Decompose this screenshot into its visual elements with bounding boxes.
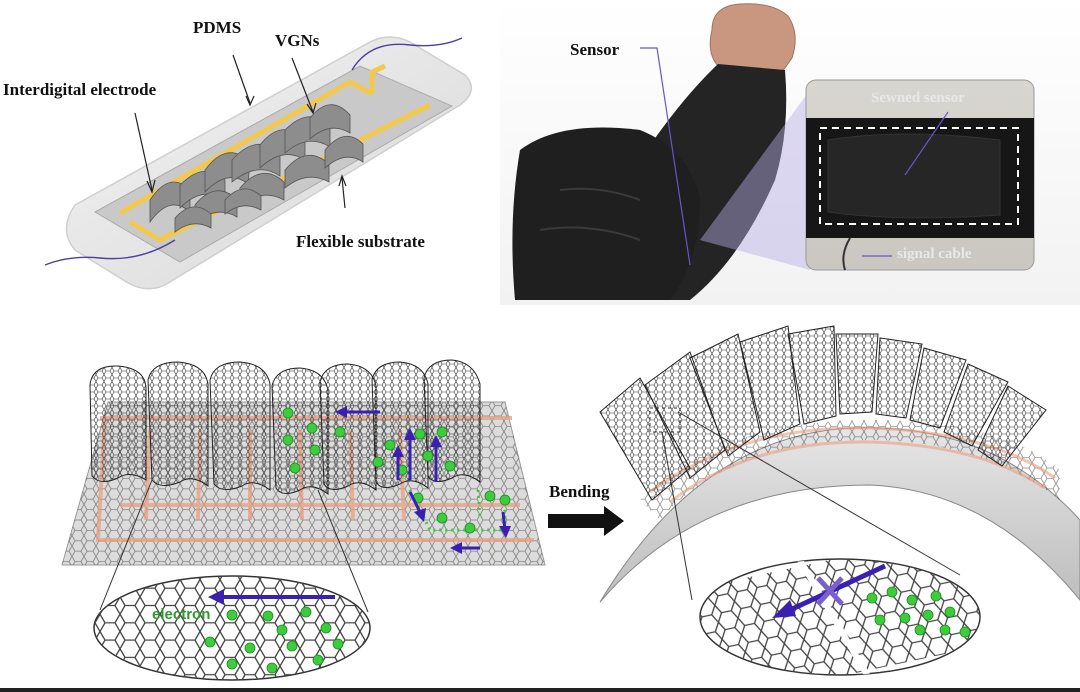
wire-bottom	[44, 239, 176, 266]
label-interdigital-electrode: Interdigital electrode	[3, 80, 157, 99]
bottom-border	[0, 688, 1080, 692]
block-x-mark	[816, 576, 844, 606]
label-pdms: PDMS	[193, 18, 242, 37]
upper-arm	[512, 127, 700, 300]
sensor-dashed-box	[819, 127, 1019, 225]
label-signal-cable: signal cable	[897, 246, 972, 262]
leader-lines-a	[134, 54, 347, 209]
fanned-sheets	[599, 325, 1047, 501]
sensor-leader	[640, 47, 691, 266]
flat-lattice-panel	[61, 359, 546, 681]
electrons-flat	[282, 407, 511, 534]
label-flexible-substrate: Flexible substrate	[296, 232, 425, 251]
device-schematic	[44, 36, 473, 290]
vgns-flakes	[149, 104, 364, 233]
label-sewned-sensor: Sewned sensor	[871, 90, 965, 106]
fist	[709, 3, 796, 73]
blocked-arrow	[788, 563, 887, 613]
electron-flow-arrows	[335, 406, 511, 554]
label-electron: electron	[152, 606, 211, 623]
label-vgns: VGNs	[275, 31, 320, 50]
arm-photo	[500, 0, 1080, 305]
bending-arrow	[548, 506, 624, 536]
label-sensor: Sensor	[570, 40, 620, 59]
zoom-callout	[700, 90, 810, 270]
vertical-sheets	[89, 359, 481, 495]
wire-top	[351, 37, 463, 71]
label-bending: Bending	[549, 482, 610, 501]
bent-lattice-panel	[599, 325, 1080, 676]
